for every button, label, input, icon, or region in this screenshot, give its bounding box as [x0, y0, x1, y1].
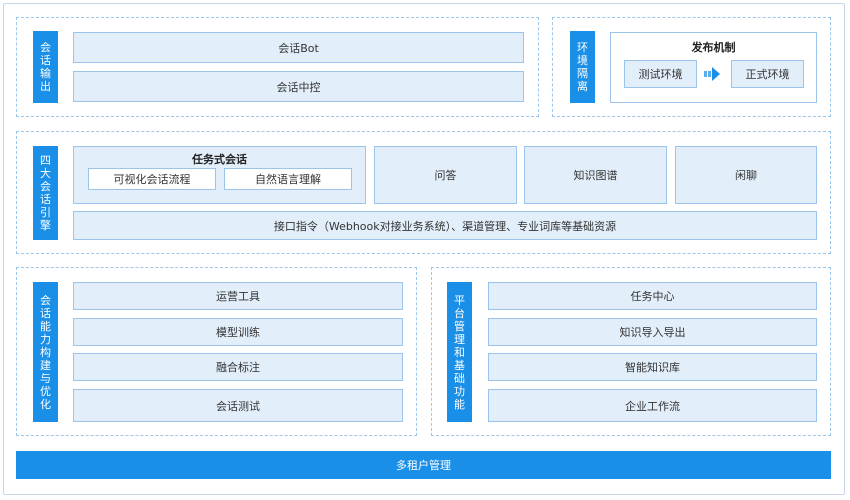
fusion-annotation-box: 融合标注 — [73, 353, 403, 381]
model-training-box: 模型训练 — [73, 318, 403, 346]
qa-box: 问答 — [374, 146, 517, 204]
multi-tenant-bar: 多租户管理 — [16, 451, 831, 479]
prod-env-box: 正式环境 — [731, 60, 804, 88]
knowledge-graph-box: 知识图谱 — [524, 146, 667, 204]
task-session-title: 任务式会话 — [192, 153, 247, 166]
env-label: 环境隔离 — [570, 31, 595, 103]
nlu-box: 自然语言理解 — [224, 168, 352, 190]
smart-knowledge-base-box: 智能知识库 — [488, 353, 817, 381]
platform-label: 平台管理和基础功能 — [447, 282, 472, 422]
build-label: 会话能力构建与优化 — [33, 282, 58, 422]
test-env-box: 测试环境 — [624, 60, 697, 88]
chitchat-box: 闲聊 — [675, 146, 817, 204]
output-label: 会话输出 — [33, 31, 58, 103]
visual-flow-box: 可视化会话流程 — [88, 168, 216, 190]
release-mechanism-title: 发布机制 — [691, 41, 736, 54]
engines-label: 四大会话引擎 — [33, 146, 58, 240]
knowledge-import-export-box: 知识导入导出 — [488, 318, 817, 346]
enterprise-workflow-box: 企业工作流 — [488, 389, 817, 422]
diagram-frame — [3, 3, 845, 495]
session-hub-box: 会话中控 — [73, 71, 524, 102]
task-center-box: 任务中心 — [488, 282, 817, 310]
session-bot-box: 会话Bot — [73, 32, 524, 63]
ops-tools-box: 运营工具 — [73, 282, 403, 310]
interface-resources-box: 接口指令（Webhook对接业务系统）、渠道管理、专业词库等基础资源 — [73, 211, 817, 240]
session-test-box: 会话测试 — [73, 389, 403, 422]
arrow-right-icon — [704, 67, 720, 81]
